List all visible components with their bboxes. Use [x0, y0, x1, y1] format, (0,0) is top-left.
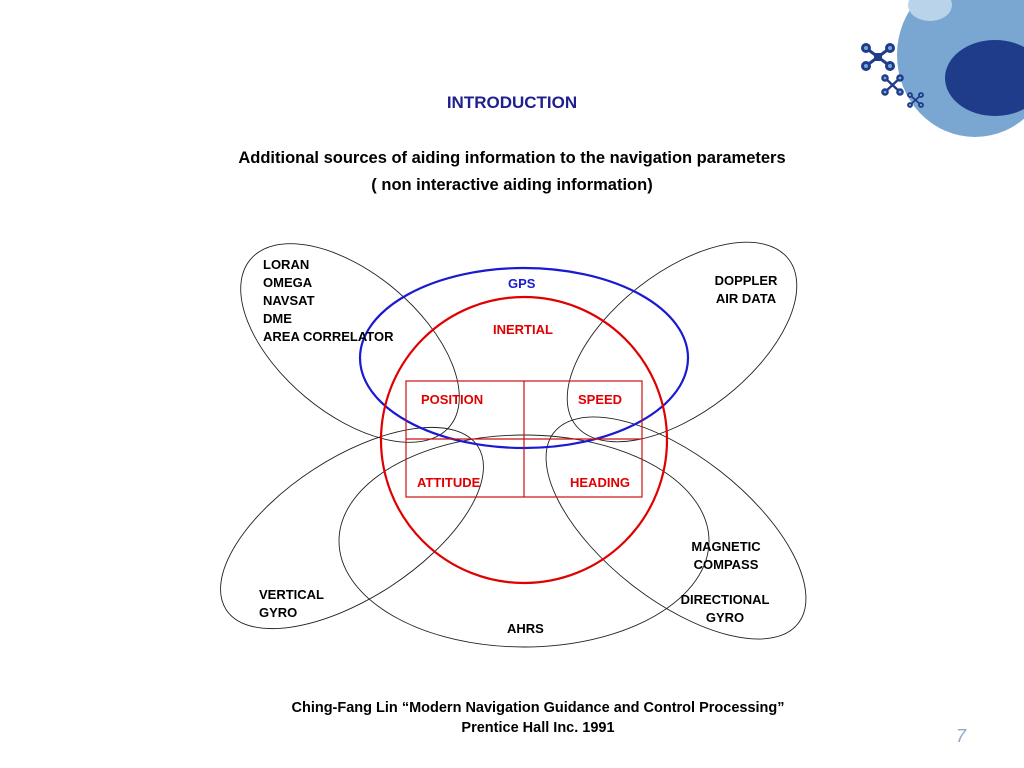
ahrs-label: AHRS — [507, 621, 544, 636]
gps-label: GPS — [508, 276, 536, 291]
cross-icon — [881, 74, 904, 96]
doppler-ellipse — [566, 241, 798, 443]
magnetic-compass-ellipse — [545, 416, 807, 640]
page-number: 7 — [955, 726, 966, 746]
citation: Ching-Fang Lin “Modern Navigation Guidan… — [291, 700, 785, 736]
vertical-gyro-ellipse — [220, 426, 484, 630]
radio-aids-ellipse — [240, 243, 460, 443]
inertial-label: INERTIAL — [493, 322, 553, 337]
parameter-grid — [405, 380, 643, 498]
cross-icon — [907, 92, 924, 108]
decorative-circles — [897, 0, 1024, 137]
vertical-gyro-label: VERTICAL GYRO — [259, 587, 324, 620]
doppler-label: DOPPLER AIR DATA — [714, 273, 778, 306]
cross-icon — [861, 43, 895, 71]
subtitle-line: Additional sources of aiding information… — [238, 149, 786, 167]
subtitle-line: ( non interactive aiding information) — [371, 176, 653, 194]
magnetic-compass-label: MAGNETIC COMPASS — [691, 539, 761, 572]
radio-aids-label: LORAN OMEGA NAVSAT DME AREA CORRELATOR — [263, 257, 394, 344]
position-label: POSITION — [421, 392, 484, 407]
directional-gyro-label: DIRECTIONAL GYRO — [680, 592, 770, 625]
speed-label: SPEED — [578, 392, 623, 407]
attitude-label: ATTITUDE — [417, 475, 481, 490]
heading-label: HEADING — [570, 475, 630, 490]
subtitle: Additional sources of aiding information… — [0, 145, 1024, 199]
page-title: INTRODUCTION — [446, 93, 578, 112]
inertial-circle — [379, 295, 669, 585]
